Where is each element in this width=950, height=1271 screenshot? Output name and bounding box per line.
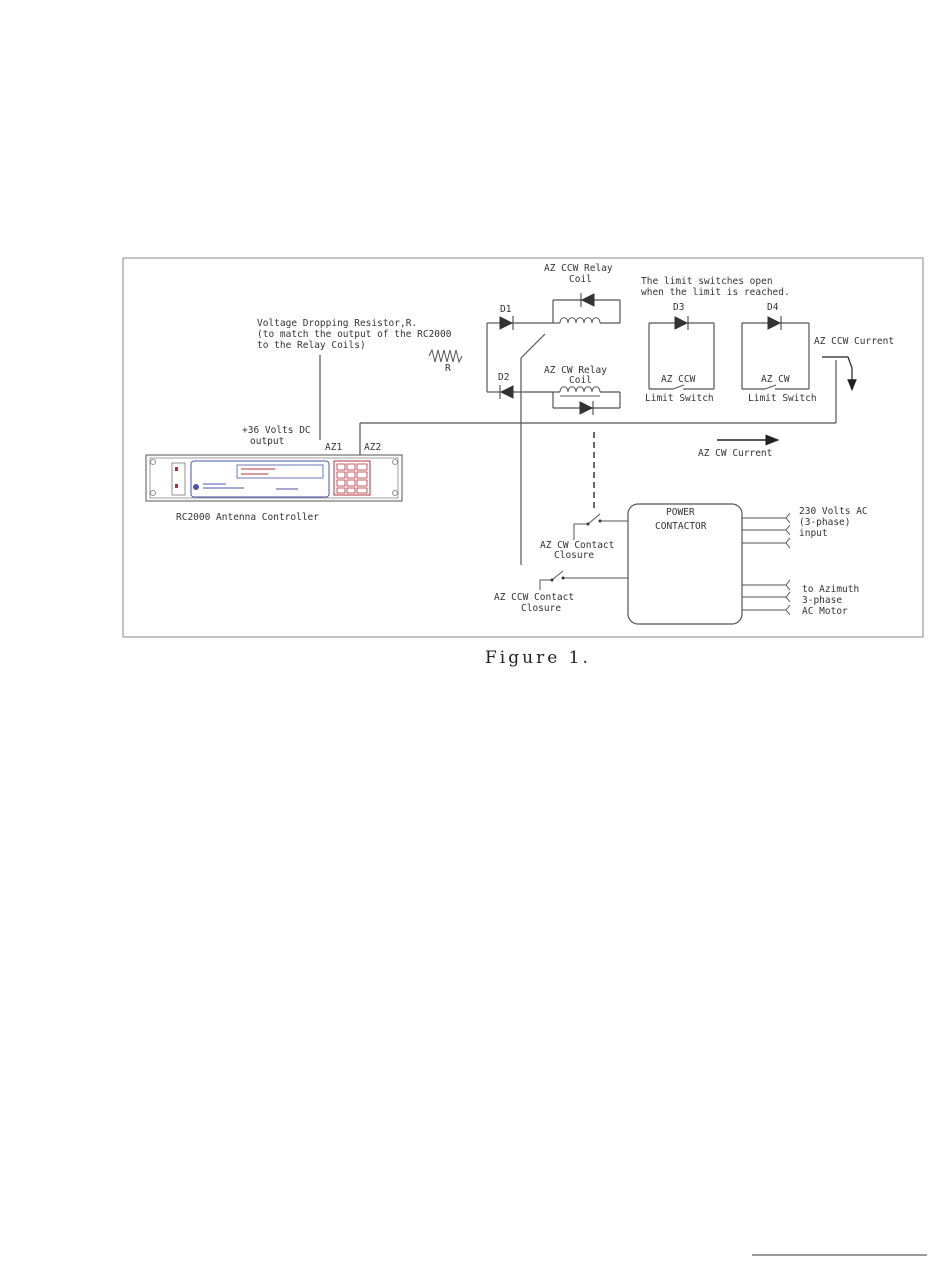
limit-note: The limit switches open <box>641 276 773 287</box>
az-ccw-current-label: AZ CCW Current <box>814 336 894 347</box>
resistor-label: to the Relay Coils) <box>257 340 366 351</box>
diagram-frame <box>122 257 924 638</box>
volts-dc-label: output <box>250 436 284 447</box>
power-contactor-label: POWER <box>666 507 695 518</box>
main-wires <box>319 355 837 455</box>
motor-label: 3-phase <box>802 595 842 606</box>
az-cw-relay-coil-label: AZ CW Relay <box>544 365 607 376</box>
resistor-r-label: R <box>445 363 451 374</box>
d2-label: D2 <box>498 372 509 383</box>
d4-label: D4 <box>767 302 779 313</box>
az-cw-current-label: AZ CW Current <box>698 448 772 459</box>
az-cw-limit-label: Limit Switch <box>748 393 817 404</box>
cw-closure-label: AZ CW Contact <box>540 540 614 551</box>
az-cw-limit-label: AZ CW <box>761 374 790 385</box>
limit-note: when the limit is reached. <box>641 287 790 298</box>
cw-closure-label: Closure <box>554 550 594 561</box>
az-ccw-limit-label: AZ CCW <box>661 374 696 385</box>
az-cw-relay-coil-label: Coil <box>569 375 592 386</box>
ccw-closure-label: Closure <box>521 603 561 614</box>
ccw-closure-label: AZ CCW Contact <box>494 592 574 603</box>
relay-coils <box>559 317 601 397</box>
az1-label: AZ1 <box>325 442 342 453</box>
rc2000-controller <box>145 454 403 502</box>
controller-label: RC2000 Antenna Controller <box>176 512 319 523</box>
contactor-leads <box>742 512 791 616</box>
contact-dots <box>550 519 602 582</box>
motor-label: AC Motor <box>802 606 848 617</box>
az-ccw-relay-coil-label: AZ CCW Relay <box>544 263 613 274</box>
d1-label: D1 <box>500 304 512 315</box>
resistor-label: Voltage Dropping Resistor,R. <box>257 318 417 329</box>
contact-closures <box>539 513 628 590</box>
ccw-current-arrow <box>822 356 857 392</box>
diodes <box>499 293 782 415</box>
az-ccw-limit-label: Limit Switch <box>645 393 714 404</box>
relay-block <box>486 299 810 565</box>
ac-input-label: 230 Volts AC <box>799 506 868 517</box>
figure-caption: Figure 1. <box>485 648 591 668</box>
d3-label: D3 <box>673 302 684 313</box>
volts-dc-label: +36 Volts DC <box>242 425 311 436</box>
power-contactor-box <box>627 503 743 625</box>
az-ccw-relay-coil-label: Coil <box>569 274 592 285</box>
limit-switch-contacts <box>672 384 777 390</box>
az2-label: AZ2 <box>364 442 381 453</box>
ac-input-label: input <box>799 528 828 539</box>
motor-label: to Azimuth <box>802 584 859 595</box>
power-contactor-label: CONTACTOR <box>655 521 707 532</box>
resistor-symbol <box>428 348 463 364</box>
resistor-label: (to match the output of the RC2000 <box>257 329 452 340</box>
ac-input-label: (3-phase) <box>799 517 850 528</box>
